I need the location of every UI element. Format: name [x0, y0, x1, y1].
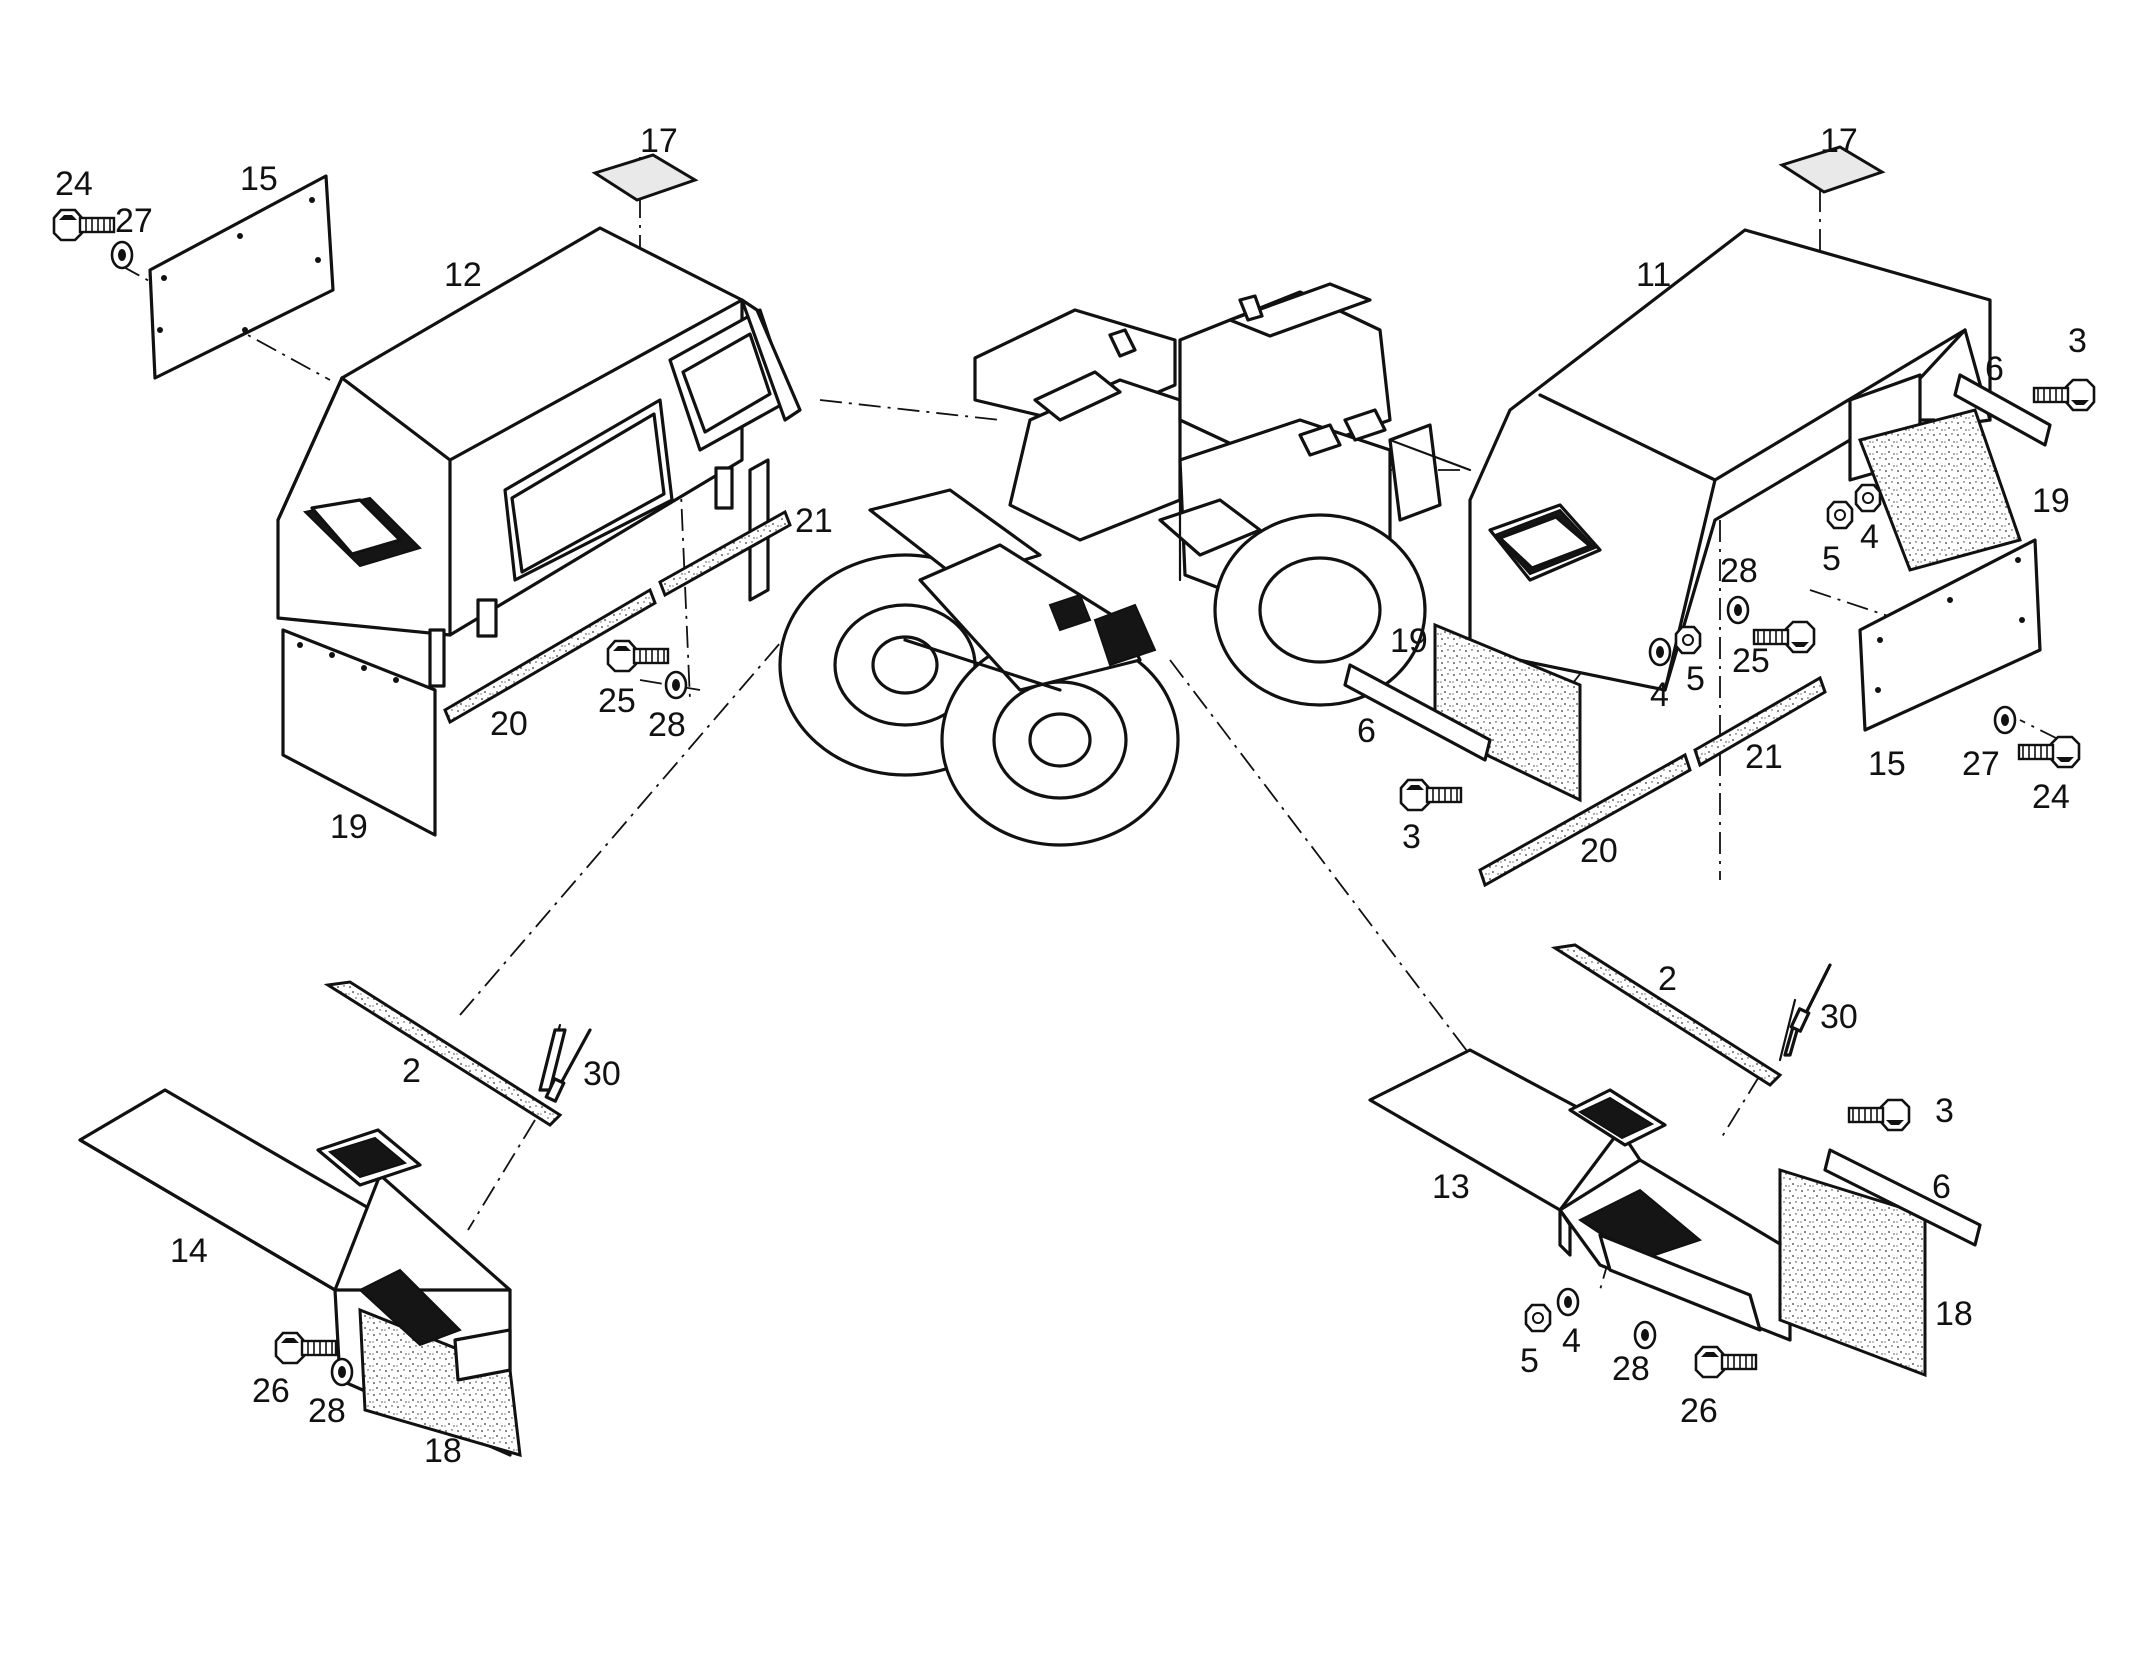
callout-24: 24	[2032, 778, 2070, 816]
callout-25: 25	[1732, 642, 1770, 680]
washer-icon	[664, 670, 688, 700]
hex-nut-icon	[1826, 500, 1854, 530]
washer-icon	[1556, 1287, 1580, 1317]
callout-27: 27	[115, 202, 153, 240]
callout-17: 17	[1820, 122, 1858, 160]
callout-13: 13	[1432, 1168, 1470, 1206]
callout-19: 19	[2032, 482, 2070, 520]
callout-2: 2	[402, 1052, 421, 1090]
callout-26: 26	[1680, 1392, 1718, 1430]
callout-27: 27	[1962, 745, 2000, 783]
callout-28: 28	[648, 706, 686, 744]
panel-19-right-front	[1433, 622, 1582, 803]
plate-15-left	[148, 174, 335, 380]
callout-4: 4	[1650, 676, 1669, 714]
callout-12: 12	[444, 256, 482, 294]
strip-20-left	[443, 587, 657, 725]
callout-labels: 17 24 27 15 12 21 25 28 20 19 17 11 3 6 …	[55, 122, 2087, 1470]
step-assembly-14	[78, 980, 567, 1458]
callout-20: 20	[1580, 832, 1618, 870]
washer-icon	[1633, 1320, 1657, 1350]
strip-2-left	[323, 980, 563, 1127]
decal-17-left	[591, 153, 699, 202]
callout-21: 21	[1745, 738, 1783, 776]
callout-3: 3	[1402, 818, 1421, 856]
fender-cabinet-12	[276, 226, 802, 688]
rivet-icon	[544, 1028, 592, 1103]
callout-15: 15	[240, 160, 278, 198]
hex-bolt-icon	[1847, 1098, 1911, 1132]
hex-nut-icon	[1524, 1303, 1552, 1333]
panel-19-left	[281, 628, 437, 837]
callout-5: 5	[1520, 1342, 1539, 1380]
callout-25: 25	[598, 682, 636, 720]
strip-6-right-top	[1953, 373, 2052, 447]
callout-18: 18	[424, 1432, 462, 1470]
callout-3: 3	[2068, 322, 2087, 360]
callout-2: 2	[1658, 960, 1677, 998]
step-assembly-13	[1368, 943, 1982, 1378]
callout-6: 6	[1357, 712, 1376, 750]
rivet-icon	[1789, 963, 1832, 1033]
callout-4: 4	[1860, 518, 1879, 556]
callout-5: 5	[1686, 660, 1705, 698]
hex-bolt-icon	[606, 639, 670, 673]
strip-6-right-bottom	[1823, 1148, 1982, 1247]
hex-bolt-icon	[2032, 378, 2096, 412]
callout-19: 19	[1390, 622, 1428, 660]
callout-28: 28	[1612, 1350, 1650, 1388]
washer-icon	[1726, 595, 1750, 625]
strip-21-left	[658, 509, 792, 598]
hex-bolt-icon	[1694, 1345, 1758, 1379]
callout-14: 14	[170, 1232, 208, 1270]
callout-28: 28	[308, 1392, 346, 1430]
callout-20: 20	[490, 705, 528, 743]
washer-icon	[1648, 637, 1672, 667]
callout-6: 6	[1932, 1168, 1951, 1206]
callout-30: 30	[583, 1055, 621, 1093]
strip-2-right	[1550, 943, 1783, 1087]
callout-4: 4	[1562, 1322, 1581, 1360]
callout-26: 26	[252, 1372, 290, 1410]
callout-28: 28	[1720, 552, 1758, 590]
callout-30: 30	[1820, 998, 1858, 1036]
plate-15-right	[1858, 538, 2042, 732]
decal-17-right	[1778, 145, 1886, 194]
washer-icon	[1993, 705, 2017, 735]
washer-icon	[330, 1357, 354, 1387]
hex-bolt-icon	[274, 1331, 338, 1365]
strip-20-right	[1478, 752, 1692, 888]
strip-6-right-front	[1343, 663, 1492, 762]
callout-17: 17	[640, 122, 678, 160]
hex-nut-icon	[1854, 483, 1882, 513]
callout-11: 11	[1636, 256, 1671, 294]
callout-24: 24	[55, 165, 93, 203]
callout-21: 21	[795, 502, 833, 540]
hex-bolt-icon	[1399, 778, 1463, 812]
panel-19-right-back	[1857, 408, 2022, 572]
washer-icon	[110, 240, 134, 270]
callout-6: 6	[1985, 350, 2004, 388]
hex-bolt-icon	[2017, 735, 2081, 769]
callout-18: 18	[1935, 1295, 1973, 1333]
hex-nut-icon	[1674, 625, 1702, 655]
strip-21-right	[1693, 675, 1827, 768]
loader-machine	[778, 282, 1472, 847]
callout-15: 15	[1868, 745, 1906, 783]
callout-5: 5	[1822, 540, 1841, 578]
panel-18-right	[1778, 1167, 1927, 1378]
callout-19: 19	[330, 808, 368, 846]
hex-bolt-icon	[52, 208, 116, 242]
callout-3: 3	[1935, 1092, 1954, 1130]
